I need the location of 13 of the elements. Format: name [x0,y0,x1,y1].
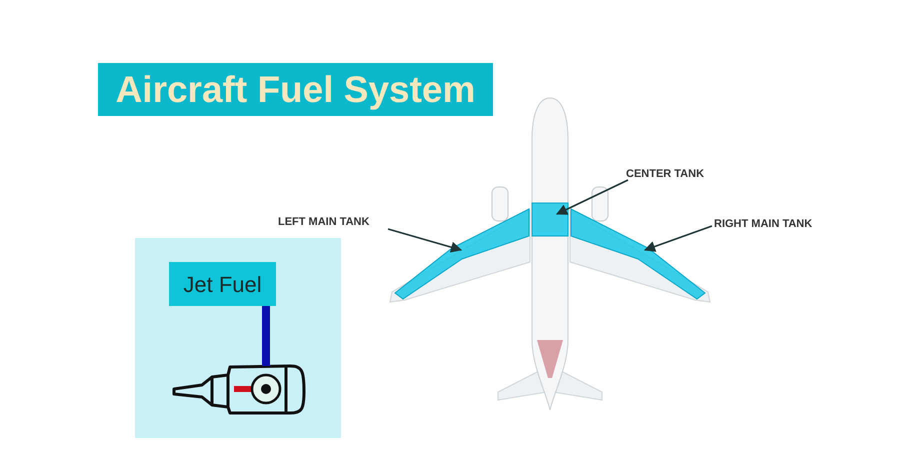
title-banner: Aircraft Fuel System [98,63,493,116]
fuel-tank [394,208,530,300]
fuel-tank [532,202,568,236]
leader-line [644,225,712,252]
leader-line [556,179,628,215]
tank-label: CENTER TANK [626,166,704,182]
leader-line [388,228,462,253]
jet-engine-drawing [172,363,306,417]
tank-label: RIGHT MAIN TANK [714,216,812,232]
tank-label: LEFT MAIN TANK [278,214,370,230]
fuel-tank [570,208,706,300]
fuel-source-box: Jet Fuel [169,262,276,306]
fuel-pipe [262,306,270,366]
